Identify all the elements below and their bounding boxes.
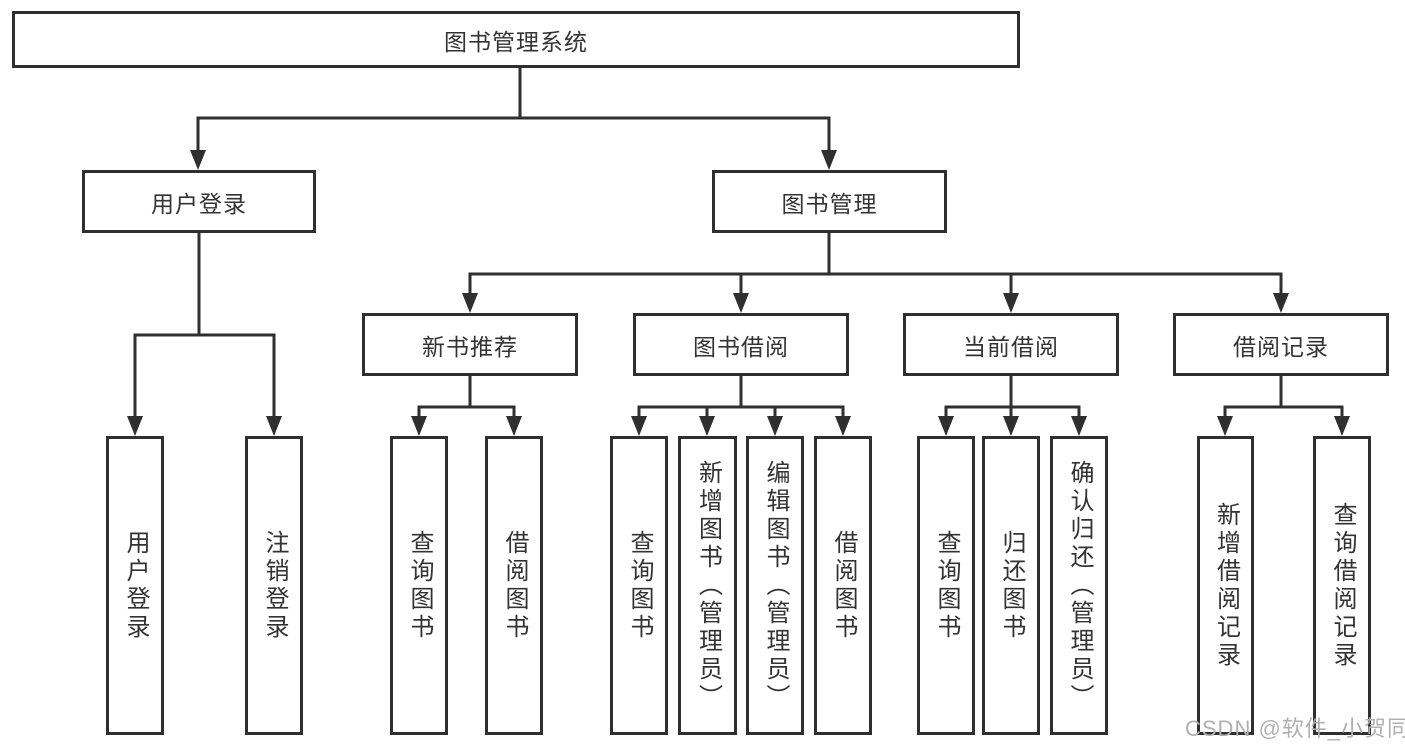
- node-label: 借阅记录: [1233, 333, 1329, 360]
- leaf-recommend-borrow-books: 借阅图书: [485, 436, 543, 735]
- node-library-management-system: 图书管理系统: [12, 11, 1020, 68]
- node-label: 图书管理系统: [444, 28, 588, 55]
- leaf-records-query-record: 查询借阅记录: [1313, 436, 1371, 735]
- leaf-label: 新增图书（管理员）: [694, 459, 722, 712]
- arrowheads: [127, 150, 1350, 436]
- connector-book-borrow-split: [637, 374, 845, 423]
- csdn-watermark: CSDN @软件_小贺同学: [1185, 716, 1405, 741]
- node-label: 用户登录: [151, 190, 247, 217]
- leaf-current-query-books: 查询图书: [917, 436, 975, 735]
- node-book-management: 图书管理: [712, 170, 947, 233]
- leaf-recommend-query-books: 查询图书: [390, 436, 448, 735]
- leaf-borrow-query-books: 查询图书: [610, 436, 668, 735]
- node-label: 图书管理: [781, 190, 878, 217]
- node-new-book-recommend: 新书推荐: [362, 313, 578, 376]
- leaf-label: 注销登录: [261, 529, 288, 642]
- leaf-label: 查询图书: [406, 529, 433, 642]
- leaf-borrow-borrow-books: 借阅图书: [814, 436, 872, 735]
- leaf-current-return-books: 归还图书: [982, 436, 1040, 735]
- node-label: 当前借阅: [963, 333, 1059, 360]
- leaf-user-login: 用户登录: [106, 436, 164, 735]
- leaf-label: 查询借阅记录: [1329, 501, 1356, 670]
- leaf-label: 查询图书: [626, 529, 653, 642]
- node-label: 图书借阅: [693, 333, 789, 360]
- leaf-logout: 注销登录: [245, 436, 303, 735]
- connector-borrow-records-split: [1223, 374, 1344, 423]
- connector-recommend-split: [417, 374, 516, 423]
- leaf-label: 新增借阅记录: [1212, 501, 1240, 670]
- node-borrow-records: 借阅记录: [1173, 313, 1389, 376]
- node-user-login: 用户登录: [82, 170, 316, 233]
- node-label: 新书推荐: [422, 333, 518, 360]
- leaf-records-add-record: 新增借阅记录: [1197, 436, 1254, 735]
- leaf-label: 查询图书: [933, 529, 960, 642]
- node-current-borrow: 当前借阅: [903, 313, 1119, 376]
- connector-root-to-level2: [196, 66, 831, 157]
- connector-book-management-split: [468, 231, 1283, 300]
- leaf-label: 用户登录: [122, 529, 149, 642]
- leaf-label: 编辑图书（管理员）: [762, 459, 789, 712]
- leaf-label: 借阅图书: [830, 529, 857, 642]
- node-book-borrow: 图书借阅: [633, 313, 849, 376]
- leaf-label: 确认归还（管理员）: [1066, 459, 1093, 712]
- connector-current-borrow-split: [944, 374, 1081, 423]
- connector-user-login-split: [133, 231, 276, 423]
- leaf-borrow-add-books-admin: 新增图书（管理员）: [678, 436, 737, 735]
- leaf-borrow-edit-books-admin: 编辑图书（管理员）: [746, 436, 804, 735]
- leaf-label: 归还图书: [998, 529, 1025, 642]
- leaf-label: 借阅图书: [501, 529, 528, 642]
- leaf-current-confirm-return-admin: 确认归还（管理员）: [1050, 436, 1108, 735]
